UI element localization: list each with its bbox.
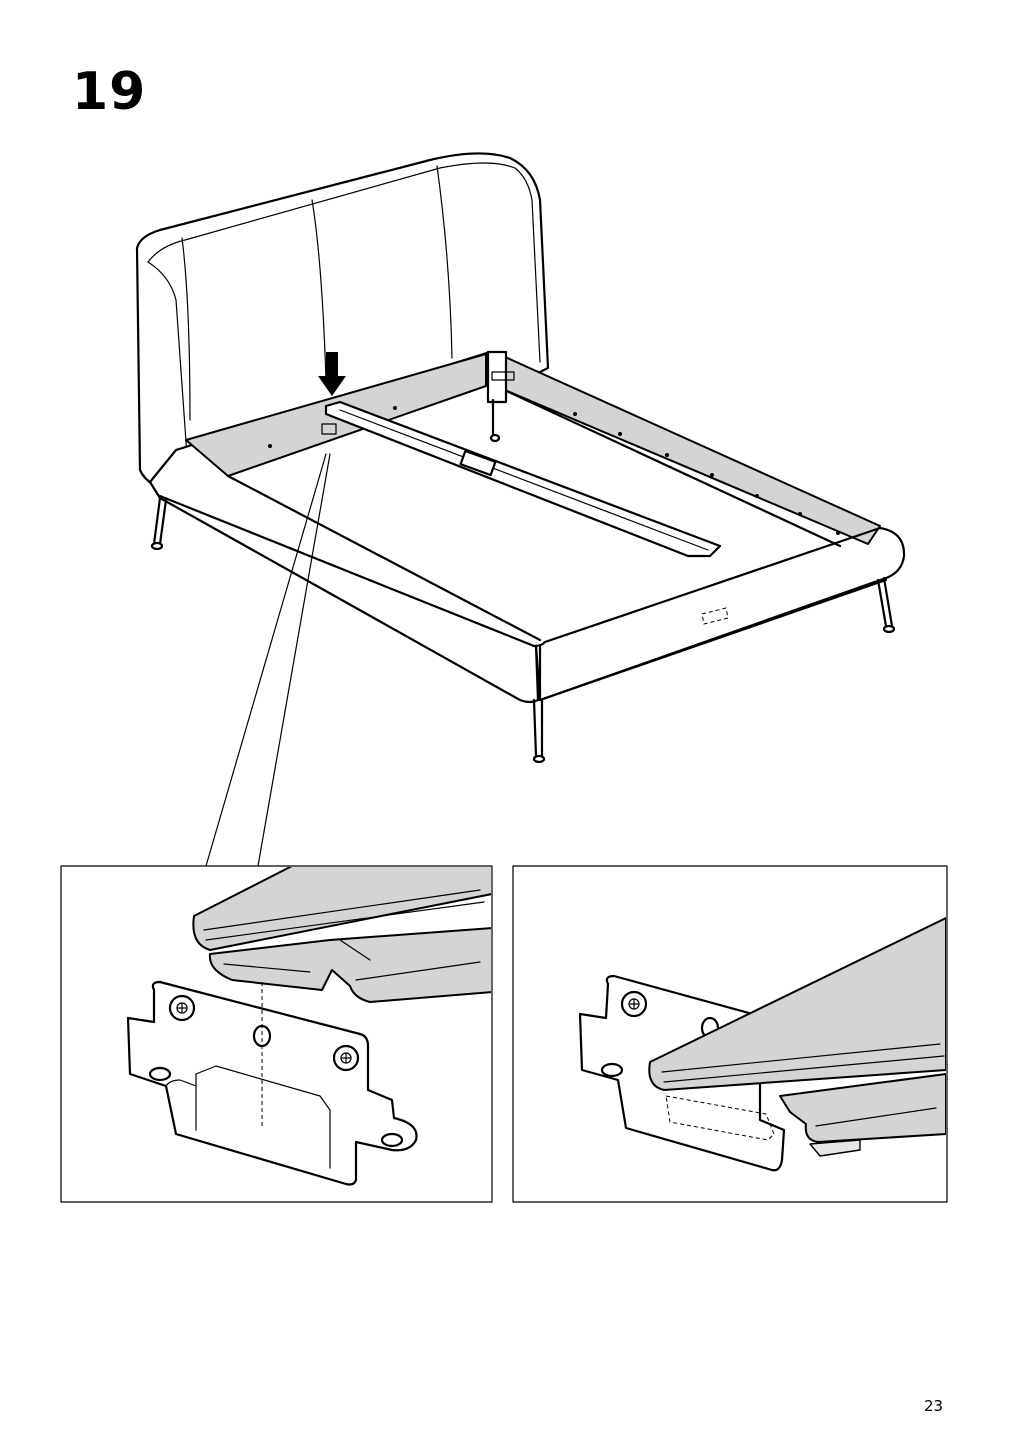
bed-illustration [135,152,906,867]
bed-frame-rail [148,350,906,704]
down-arrow-icon [318,352,346,396]
detail-panel-after [512,865,948,1203]
page-number: 23 [924,1397,944,1415]
screw-head-icon [168,994,360,1072]
rail-holes [268,406,840,535]
detail-panel-before [60,865,493,1203]
bed-legs [150,398,896,764]
metal-bracket [126,980,418,1186]
step-number: 19 [72,62,147,122]
